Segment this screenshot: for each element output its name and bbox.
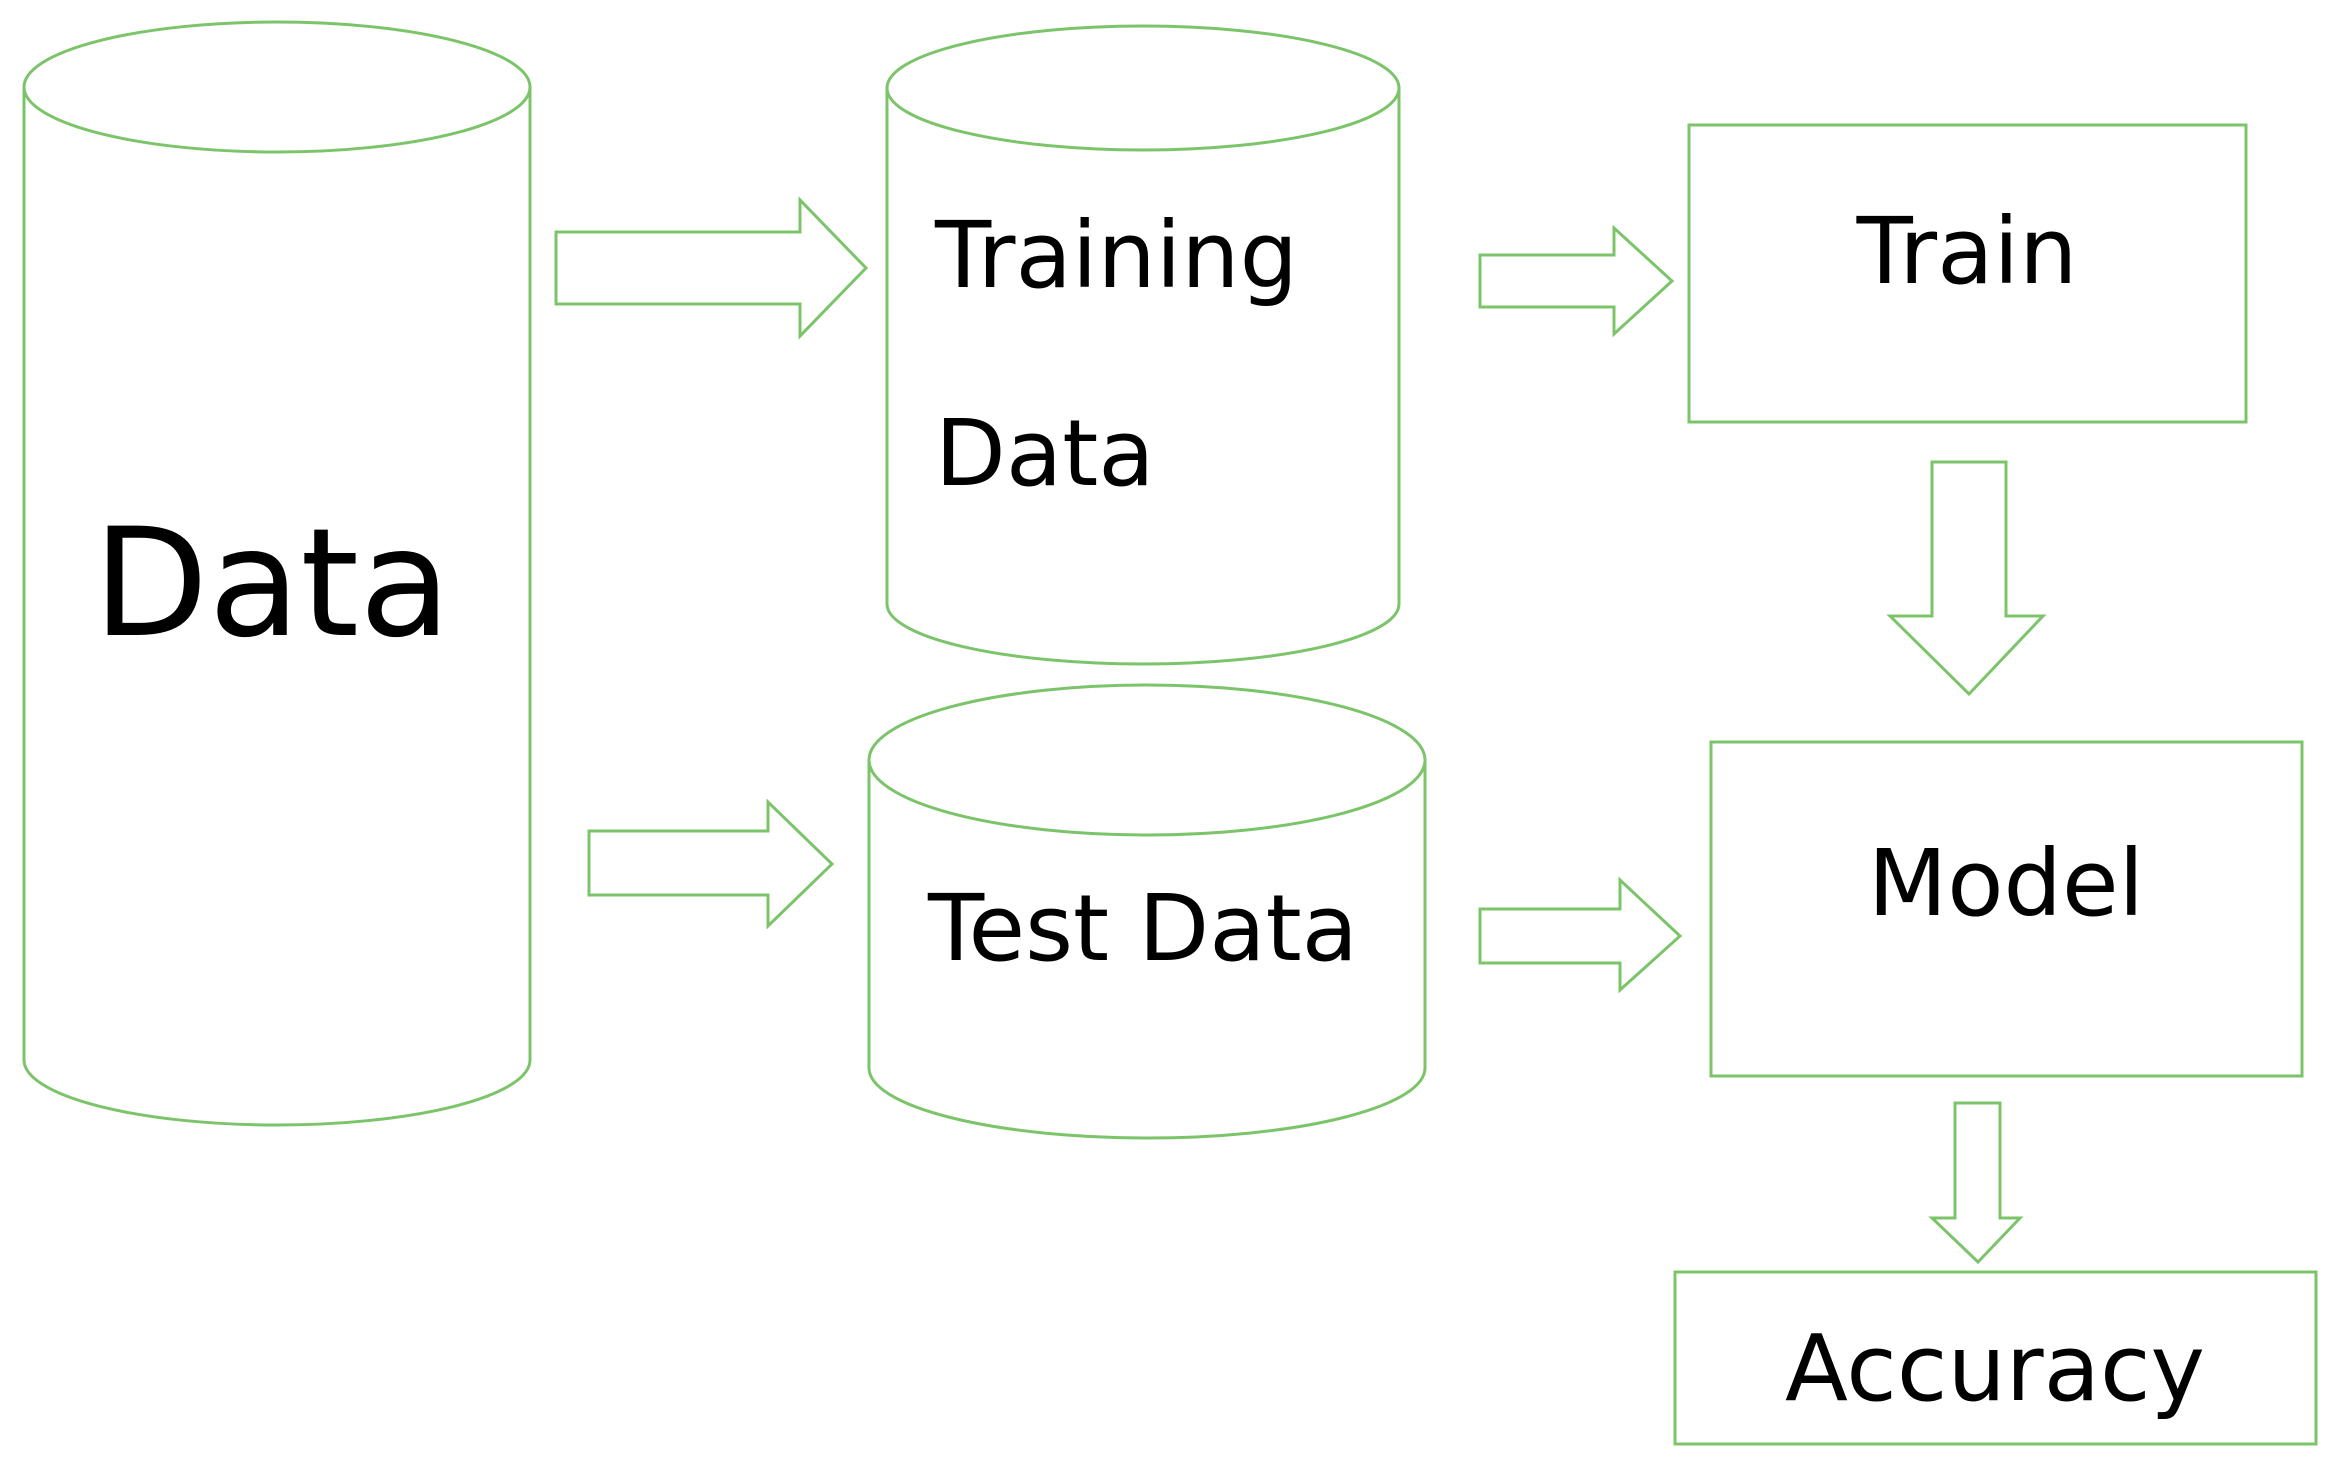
train-label: Train (1856, 198, 2078, 305)
arrow-training-data-to-train (1478, 224, 1675, 338)
training-data-cylinder: Training Data (885, 24, 1401, 666)
train-box: Train (1687, 123, 2248, 424)
test-data-cylinder-body (867, 758, 1427, 1140)
train-box-border (1687, 123, 2248, 424)
data-cylinder-body (22, 85, 532, 1127)
accuracy-box-border (1673, 1270, 2318, 1446)
arrow-train-to-model (1886, 460, 2047, 697)
accuracy-label: Accuracy (1785, 1315, 2205, 1422)
training-data-cylinder-top (885, 24, 1401, 152)
model-box: Model (1709, 740, 2304, 1078)
training-data-label-line1: Training (934, 202, 1298, 309)
training-data-label-line2: Data (935, 400, 1155, 507)
arrow-data-to-test-data (587, 798, 835, 930)
training-data-cylinder-body (885, 86, 1401, 666)
arrow-data-to-training-data (554, 196, 869, 340)
test-data-cylinder: Test Data (867, 683, 1427, 1140)
test-data-label: Test Data (927, 875, 1358, 982)
data-cylinder: Data (22, 20, 532, 1127)
arrow-model-to-accuracy (1928, 1101, 2024, 1265)
accuracy-box: Accuracy (1673, 1270, 2318, 1446)
arrow-test-data-to-model (1478, 876, 1683, 994)
data-label: Data (93, 497, 451, 671)
data-cylinder-top (22, 20, 532, 154)
model-box-border (1709, 740, 2304, 1078)
model-label: Model (1868, 830, 2144, 937)
test-data-cylinder-top (867, 683, 1427, 837)
